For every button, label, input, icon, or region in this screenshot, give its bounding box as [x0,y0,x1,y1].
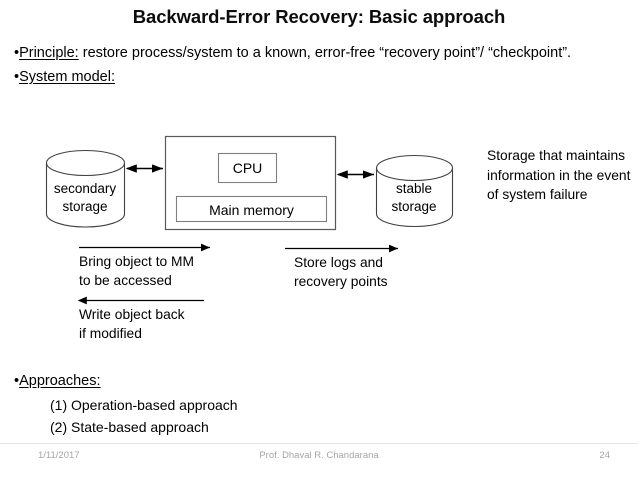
bullet-marker-icon: • [14,373,20,389]
caption-bring-object: Bring object to MM to be accessed [79,252,194,290]
stable-storage-label-line1: stable [395,181,433,196]
caption-write-object-back-line2: if modified [79,326,142,341]
caption-write-object-back: Write object back if modified [79,305,185,343]
main-memory-label: Main memory [209,202,294,218]
stable-storage-label-line2: storage [391,199,437,214]
caption-bring-object-line1: Bring object to MM [79,254,195,269]
caption-store-logs: Store logs and recovery points [294,253,388,291]
caption-store-logs-line1: Store logs and [294,255,383,270]
secondary-storage-label-line2: storage [62,199,108,214]
cpu-label: CPU [232,160,263,176]
caption-bring-object-line2: to be accessed [79,273,172,288]
bullet-system-model: •System model: [14,68,115,87]
secondary-storage-label-line1: secondary [53,181,117,196]
caption-write-object-back-line1: Write object back [79,307,185,322]
bullet-system-model-keyword: System model: [19,69,115,85]
bullet-approaches: •Approaches: [14,372,101,391]
bullet-principle-keyword: Principle: [19,45,79,61]
footer-page-number: 24 [599,450,610,461]
secondary-storage-label: secondary storage [46,180,124,216]
bullet-approaches-keyword: Approaches: [19,373,101,389]
approach-item-1: (1) Operation-based approach [50,397,238,413]
footer-date: 1/11/2017 [38,450,80,461]
bullet-marker-icon: • [14,69,20,85]
footer-author: Prof. Dhaval R. Chandarana [259,450,379,461]
approach-item-2: (2) State-based approach [50,419,209,435]
footer-divider [0,443,638,444]
bullet-principle-text: restore process/system to a known, error… [78,45,572,61]
bullet-principle: •Principle: restore process/system to a … [14,44,571,63]
storage-note: Storage that maintains information in th… [487,148,631,203]
caption-store-logs-line2: recovery points [294,274,388,289]
page-title: Backward-Error Recovery: Basic approach [132,6,506,27]
bullet-marker-icon: • [14,45,20,61]
stable-storage-label: stable storage [376,180,452,216]
